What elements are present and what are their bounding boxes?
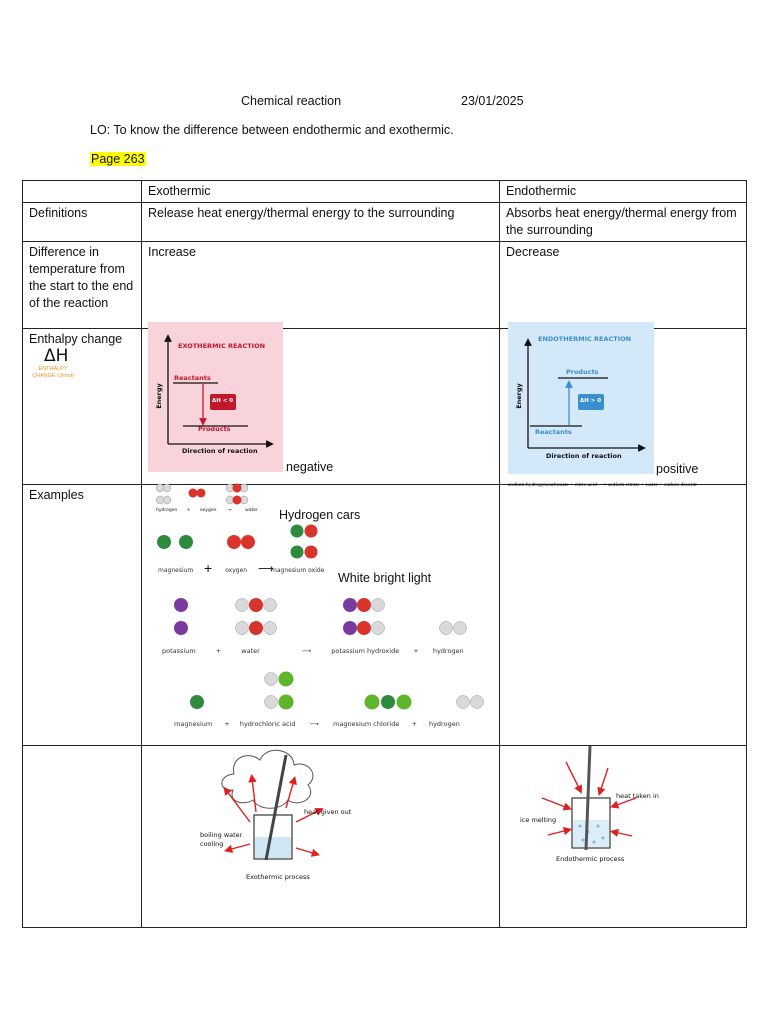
magnesium-oxygen-molecules bbox=[157, 524, 318, 559]
magnesium-hcl-molecules bbox=[190, 671, 484, 710]
endothermic-products-label: Products bbox=[566, 368, 599, 376]
temperature-exothermic: Increase bbox=[141, 241, 500, 329]
arrow-handwritten-icon: ⟶ bbox=[258, 563, 274, 575]
endothermic-process-illustration: heat taken in ice melting Endothermic pr… bbox=[508, 740, 700, 890]
eq-mghcl-arrow-icon: ⟶ bbox=[309, 720, 319, 728]
endothermic-enthalpy-note: positive bbox=[656, 462, 699, 476]
hydrogen-cars-note: Hydrogen cars bbox=[279, 508, 361, 522]
eq-mghcl-reactant: magnesium bbox=[174, 720, 213, 728]
header-endothermic: Endothermic bbox=[499, 180, 747, 203]
magnesium-hcl-equation: magnesium + hydrochloric acid ⟶ magnesiu… bbox=[150, 666, 498, 734]
eq-mghcl-chloride: magnesium chloride bbox=[333, 720, 400, 728]
learning-objective: LO: To know the difference between endot… bbox=[90, 123, 454, 137]
eq-mghcl-plus1: + bbox=[224, 720, 230, 728]
exothermic-process-caption: Exothermic process bbox=[246, 873, 310, 881]
boiling-water-label: boiling water cooling bbox=[200, 831, 243, 848]
eq-h-arrow: → bbox=[227, 508, 232, 513]
exothermic-diagram-svg bbox=[164, 334, 274, 448]
eq-k-hydroxide: potassium hydroxide bbox=[331, 647, 400, 655]
page-reference: Page 263 bbox=[90, 152, 146, 166]
exothermic-diagram-title: EXOTHERMIC REACTION bbox=[178, 342, 266, 350]
eq-k-water: water bbox=[241, 647, 260, 655]
row-label-temperature: Difference in temperature from the start… bbox=[22, 241, 142, 329]
exothermic-reactants-label: Reactants bbox=[174, 374, 211, 382]
endothermic-energy-diagram: ENDOTHERMIC REACTION Products Reactants … bbox=[508, 322, 654, 474]
eq-k-plus2: + bbox=[413, 647, 419, 655]
row-label-definitions: Definitions bbox=[22, 202, 142, 242]
eq-mghcl-acid: hydrochloric acid bbox=[239, 720, 296, 728]
document-date: 23/01/2025 bbox=[461, 94, 524, 108]
eq-h-oxygen: oxygen bbox=[200, 508, 217, 513]
header-empty-cell bbox=[22, 180, 142, 203]
ice-melting-label: ice melting bbox=[520, 816, 557, 824]
document-title: Chemical reaction bbox=[241, 94, 342, 108]
process-endothermic-cell bbox=[499, 745, 747, 928]
delta-h-symbol: ΔH bbox=[44, 346, 69, 366]
table-header-row: Exothermic Endothermic bbox=[22, 180, 747, 203]
heat-given-out-label: heat given out bbox=[304, 808, 352, 816]
definition-exothermic: Release heat energy/thermal energy to th… bbox=[141, 202, 500, 242]
heat-taken-in-label: heat taken in bbox=[616, 792, 659, 800]
eq-k-arrow-icon: ⟶ bbox=[301, 647, 312, 655]
exothermic-enthalpy-note: negative bbox=[286, 460, 334, 474]
row-label-examples: Examples bbox=[22, 484, 142, 746]
eq-k-plus1: + bbox=[215, 647, 222, 655]
eq-h-water: water bbox=[245, 508, 258, 513]
white-bright-light-note: White bright light bbox=[338, 571, 432, 585]
plus-handwritten-icon: + bbox=[204, 560, 213, 576]
eq-k-hydrogen: hydrogen bbox=[432, 647, 464, 655]
potassium-water-labels: potassium + water ⟶ potassium hydroxide … bbox=[162, 647, 464, 655]
header-exothermic: Exothermic bbox=[141, 180, 500, 203]
table-row-definitions: Definitions Release heat energy/thermal … bbox=[22, 202, 747, 242]
eq-mghcl-hydrogen: hydrogen bbox=[428, 720, 460, 728]
examples-endothermic-cell bbox=[499, 484, 747, 746]
enthalpy-icon-caption: ENTHALPY CHANGE (J/mol) bbox=[32, 366, 74, 379]
enthalpy-icon: ΔH ENTHALPY CHANGE (J/mol) bbox=[28, 346, 78, 390]
eq-h-reactant: hydrogen bbox=[156, 508, 178, 513]
endothermic-reactants-label: Reactants bbox=[535, 428, 572, 436]
eq-k-reactant: potassium bbox=[162, 647, 196, 655]
hydrogen-oxygen-equation: hydrogen + oxygen → water bbox=[150, 481, 278, 517]
endothermic-xaxis-label: Direction of reaction bbox=[546, 452, 622, 460]
endothermic-process-caption: Endothermic process bbox=[556, 855, 625, 863]
definition-endothermic: Absorbs heat energy/thermal energy from … bbox=[499, 202, 747, 242]
endothermic-example-equation: sodium hydrogencarbonate + citric acid ⟶… bbox=[508, 482, 698, 488]
exothermic-energy-diagram: EXOTHERMIC REACTION Reactants Products Δ… bbox=[148, 322, 283, 472]
hydrogen-oxygen-molecules bbox=[155, 483, 249, 505]
eq-mg-reactant: magnesium bbox=[158, 567, 194, 574]
endothermic-delta-badge: ΔH > 0 bbox=[580, 398, 602, 404]
endothermic-diagram-title: ENDOTHERMIC REACTION bbox=[538, 335, 632, 343]
exothermic-yaxis-label: Energy bbox=[154, 383, 163, 409]
eq-h-plus: + bbox=[186, 508, 191, 513]
enthalpy-label: Enthalpy change bbox=[29, 332, 123, 346]
page-reference-text: Page 263 bbox=[90, 152, 146, 166]
endothermic-process-svg bbox=[541, 745, 637, 851]
hydrogen-oxygen-labels: hydrogen + oxygen → water bbox=[156, 508, 258, 513]
exothermic-products-label: Products bbox=[198, 425, 231, 433]
endothermic-diagram-svg bbox=[524, 338, 646, 452]
magnesium-hcl-labels: magnesium + hydrochloric acid ⟶ magnesiu… bbox=[174, 720, 460, 728]
exothermic-delta-badge: ΔH < 0 bbox=[212, 398, 234, 404]
table-row-temperature: Difference in temperature from the start… bbox=[22, 241, 747, 329]
exothermic-process-illustration: heat given out boiling water cooling Exo… bbox=[148, 740, 358, 920]
comparison-table: Exothermic Endothermic Definitions Relea… bbox=[22, 180, 747, 928]
magnesium-oxygen-labels: magnesium oxygen magnesium oxide bbox=[158, 567, 324, 574]
eq-mghcl-plus2: + bbox=[411, 720, 417, 728]
eq-mg-oxygen: oxygen bbox=[225, 567, 248, 574]
table-row-processes bbox=[22, 745, 747, 928]
exothermic-process-svg bbox=[221, 750, 324, 861]
potassium-water-molecules bbox=[174, 598, 467, 635]
row-label-enthalpy: Enthalpy change bbox=[22, 328, 142, 485]
temperature-endothermic: Decrease bbox=[499, 241, 747, 329]
potassium-water-equation: potassium + water ⟶ potassium hydroxide … bbox=[150, 592, 490, 662]
endothermic-yaxis-label: Energy bbox=[514, 383, 523, 409]
processes-label-cell bbox=[22, 745, 142, 928]
process-exothermic-cell bbox=[141, 745, 500, 928]
magnesium-oxygen-equation: magnesium oxygen magnesium oxide + ⟶ bbox=[150, 522, 336, 582]
eq-mg-product: magnesium oxide bbox=[271, 567, 325, 574]
exothermic-xaxis-label: Direction of reaction bbox=[182, 447, 258, 455]
